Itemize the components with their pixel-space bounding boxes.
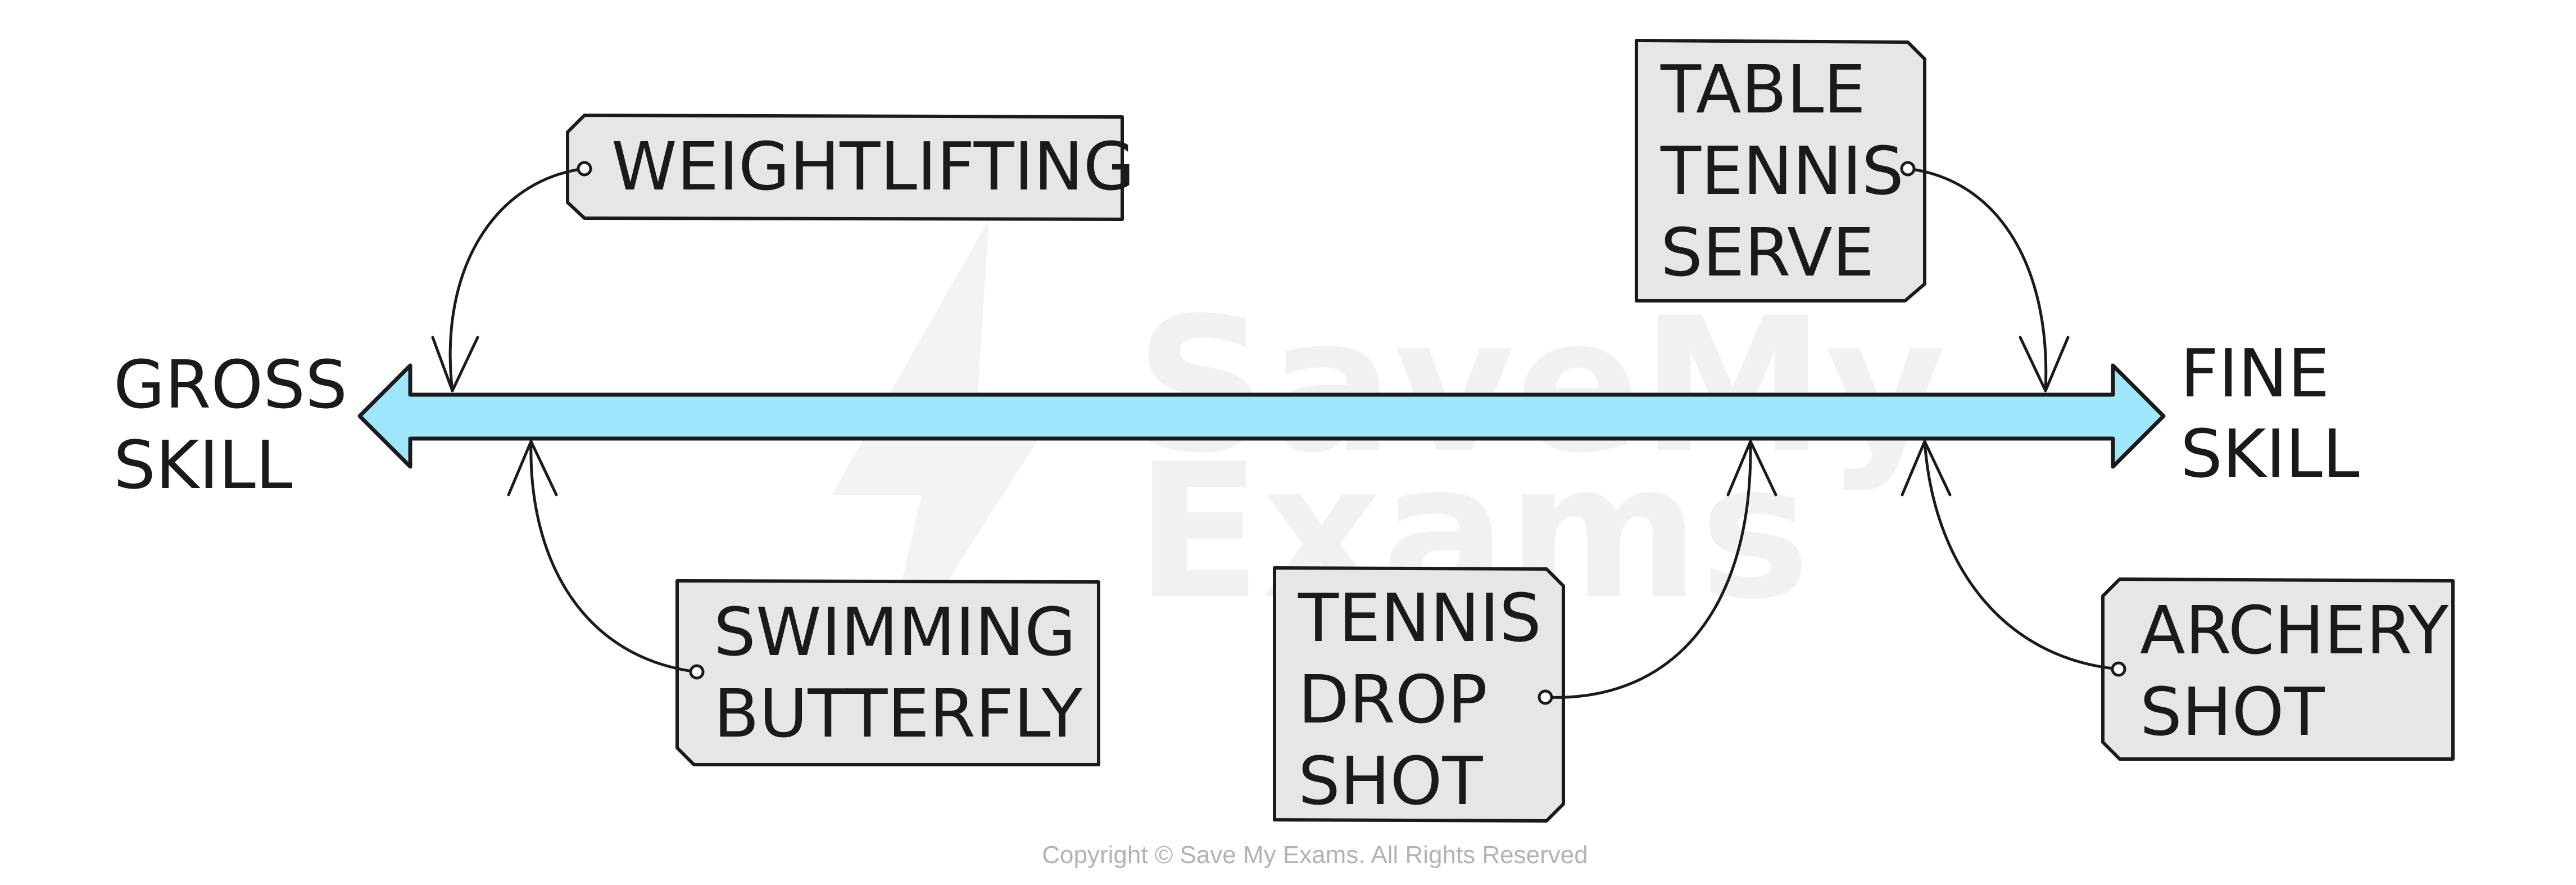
archery-shot-label: ARCHERY SHOT	[2140, 591, 2470, 751]
table-tennis-serve-box	[1635, 39, 1926, 302]
tennis-drop-shot-connector	[1544, 440, 1752, 699]
weightlifting-arrowhead	[431, 336, 479, 392]
continuum-arrow	[357, 363, 2166, 469]
example-archery-shot: ARCHERY SHOT	[1901, 440, 2470, 761]
table-tennis-serve-label: TABLE TENNIS SERVE	[1660, 51, 1925, 291]
swimming-butterfly-box	[675, 579, 1100, 766]
tennis-drop-shot-anchor-dot	[1538, 689, 1553, 705]
archery-shot-arrowhead	[1901, 440, 1952, 496]
swimming-butterfly-label: SWIMMING BUTTERFLY	[714, 593, 1097, 752]
weightlifting-connector	[448, 167, 586, 392]
fine-skill-label: FINE SKILL	[2180, 335, 2360, 493]
swimming-butterfly-connector	[529, 440, 699, 674]
swimming-butterfly-anchor-dot	[689, 664, 705, 680]
watermark-logo-icon	[832, 219, 1068, 692]
archery-shot-box	[2101, 577, 2455, 761]
example-weightlifting: WEIGHTLIFTING	[431, 114, 1135, 392]
tennis-drop-shot-label: TENNIS DROP SHOT	[1298, 579, 1562, 820]
swimming-butterfly-arrowhead	[507, 440, 558, 496]
table-tennis-serve-arrowhead	[2019, 336, 2070, 392]
example-swimming-butterfly: SWIMMING BUTTERFLY	[507, 440, 1100, 766]
copyright-footer: Copyright © Save My Exams. All Rights Re…	[1042, 841, 1588, 869]
weightlifting-label: WEIGHTLIFTING	[611, 128, 1135, 205]
weightlifting-anchor-dot	[577, 161, 592, 177]
tennis-drop-shot-arrowhead	[1726, 440, 1777, 496]
table-tennis-serve-connector	[1906, 167, 2048, 392]
gross-skill-label: GROSS SKILL	[114, 346, 369, 504]
example-tennis-drop-shot: TENNIS DROP SHOT	[1273, 440, 1777, 823]
weightlifting-box	[566, 114, 1124, 221]
archery-shot-connector	[1923, 440, 2120, 671]
watermark-line1: SaveMy	[1135, 278, 1946, 494]
archery-shot-anchor-dot	[2111, 661, 2126, 677]
table-tennis-serve-anchor-dot	[1900, 161, 1916, 177]
tennis-drop-shot-box	[1273, 566, 1565, 823]
example-table-tennis-serve: TABLE TENNIS SERVE	[1635, 39, 2070, 392]
